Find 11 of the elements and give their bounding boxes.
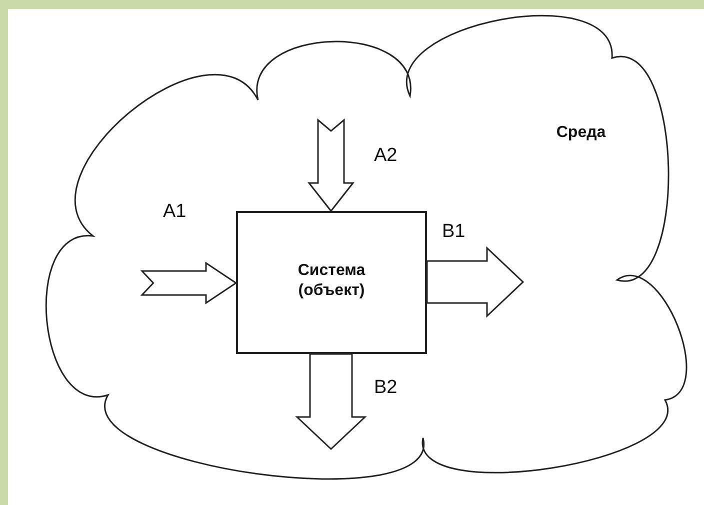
block-arrow bbox=[426, 246, 524, 318]
block-arrow bbox=[307, 118, 355, 212]
edge-label: B1 bbox=[442, 222, 466, 242]
edge-label: A1 bbox=[163, 202, 186, 222]
edge-label: B2 bbox=[374, 378, 398, 398]
system-label: Система (объект) bbox=[296, 261, 366, 301]
system-box bbox=[236, 211, 427, 354]
block-arrow bbox=[295, 353, 367, 450]
block-arrow bbox=[140, 262, 238, 304]
edge-label: A2 bbox=[374, 146, 398, 166]
environment-label: Среда bbox=[555, 123, 607, 143]
